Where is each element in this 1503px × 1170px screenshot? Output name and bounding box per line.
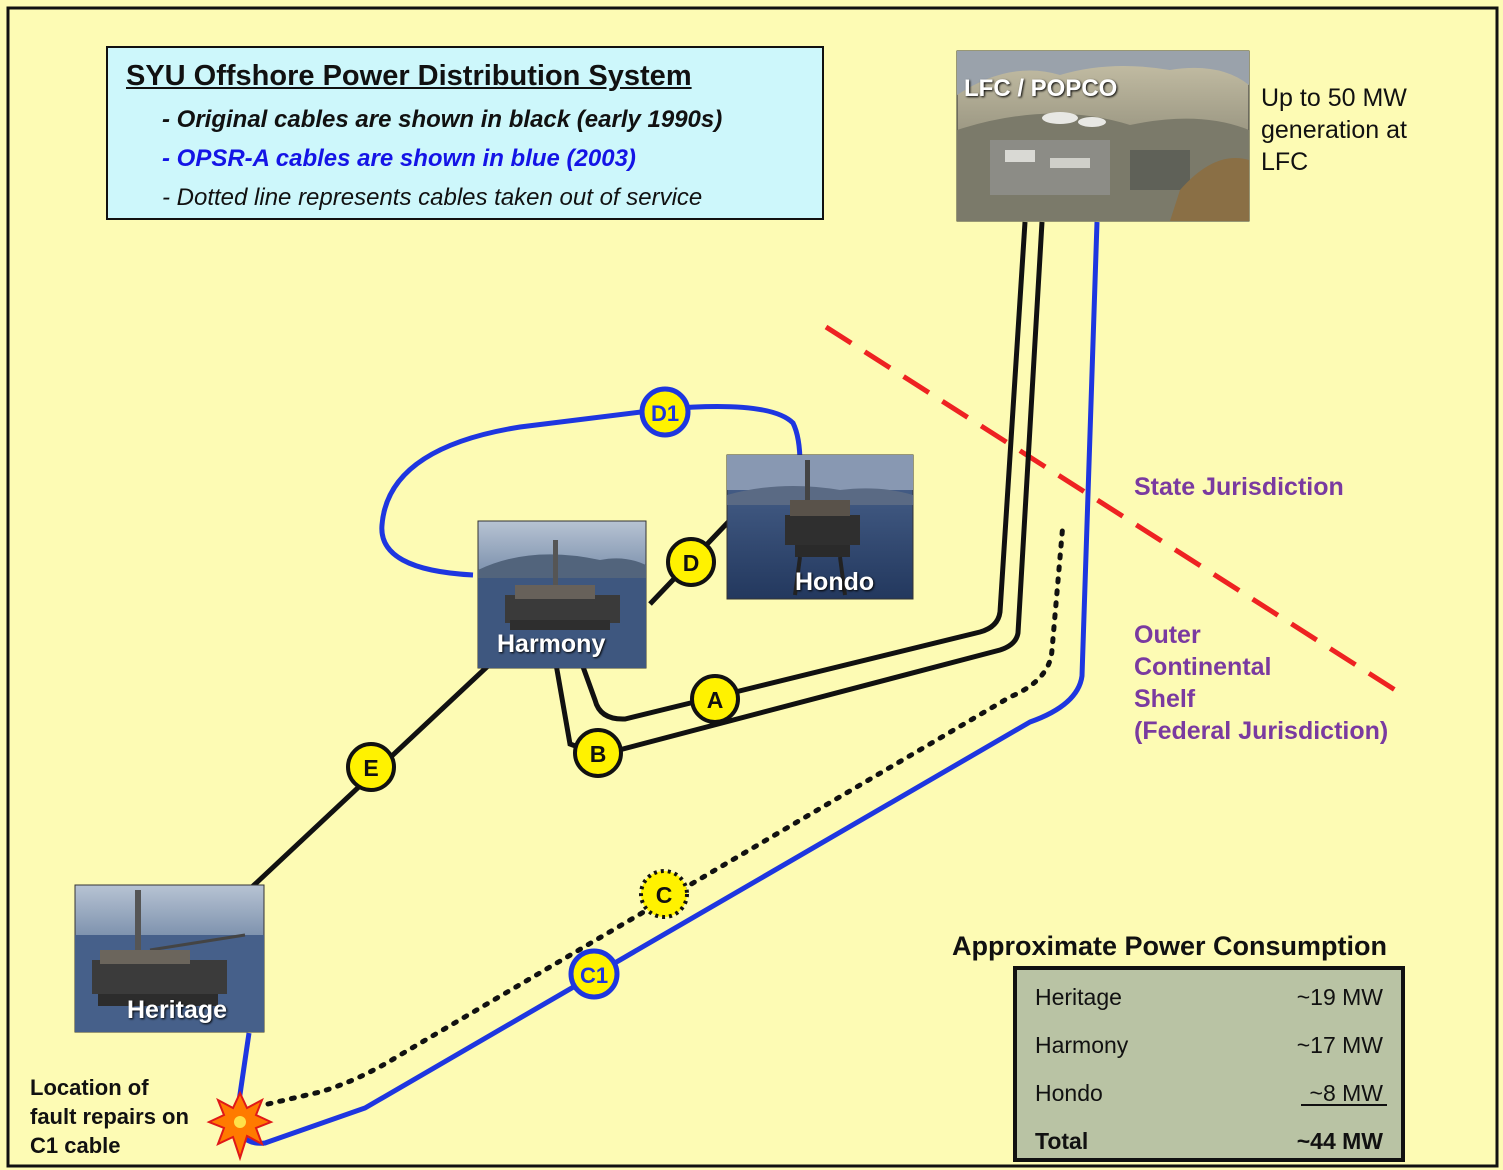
cable-c-out-of-service (265, 520, 1066, 1107)
hondo-platform-image (726, 454, 914, 600)
row-value: ~44 MW (1296, 1128, 1383, 1154)
legend-original-cables: - Original cables are shown in black (ea… (162, 106, 723, 133)
state-jurisdiction-label: State Jurisdiction (1134, 473, 1344, 501)
row-value: ~17 MW (1296, 1032, 1383, 1058)
row-name: Total (1035, 1128, 1089, 1154)
ocs-line: (Federal Jurisdiction) (1134, 717, 1389, 745)
legend-opsr-cables: - OPSR-A cables are shown in blue (2003) (162, 145, 636, 172)
generation-note-line: Up to 50 MW (1261, 84, 1407, 112)
power-consumption-table: Heritage ~19 MW Harmony ~17 MW Hondo ~8 … (1013, 966, 1405, 1162)
cable-c1 (237, 221, 1100, 1146)
legend-title: SYU Offshore Power Distribution System (126, 60, 692, 92)
row-name: Heritage (1035, 984, 1122, 1010)
row-value: ~19 MW (1296, 984, 1383, 1010)
row-name: Harmony (1035, 1032, 1129, 1058)
legend-box: SYU Offshore Power Distribution System -… (106, 46, 824, 220)
marker-d1-label: D1 (651, 401, 679, 426)
marker-c1-label: C1 (580, 963, 608, 988)
ocs-jurisdiction-label: Outer Continental Shelf (Federal Jurisdi… (1134, 619, 1388, 747)
fault-line: Location of (30, 1075, 149, 1100)
fault-line: fault repairs on (30, 1104, 189, 1129)
table-row: Harmony ~17 MW (1035, 1032, 1383, 1062)
cable-d1 (379, 404, 803, 578)
generation-note: Up to 50 MW generation at LFC (1261, 82, 1407, 178)
marker-d: D (666, 537, 716, 587)
marker-a: A (690, 674, 740, 724)
subtotal-rule (1301, 1104, 1387, 1106)
harmony-platform-image (477, 520, 647, 669)
marker-a-label: A (707, 687, 724, 713)
lfc-facility-image (956, 50, 1250, 222)
cable-b (553, 221, 1045, 758)
heritage-platform-image (74, 884, 265, 1033)
table-row: Heritage ~19 MW (1035, 984, 1383, 1014)
ocs-line: Outer (1134, 621, 1201, 649)
hondo-label: Hondo (795, 568, 875, 596)
row-value: ~8 MW (1309, 1080, 1383, 1106)
page-border (6, 6, 1499, 1168)
fault-line: C1 cable (30, 1133, 121, 1158)
ocs-line: Continental (1134, 653, 1272, 681)
generation-note-line: generation at (1261, 116, 1407, 144)
table-row-total: Total ~44 MW (1035, 1128, 1383, 1158)
lfc-label: LFC / POPCO (964, 75, 1118, 102)
jurisdiction-boundary (824, 324, 1405, 698)
marker-d-label: D (683, 550, 700, 576)
marker-c: C (639, 869, 689, 919)
marker-d1: D1 (639, 386, 691, 438)
marker-e: E (346, 742, 396, 792)
ocs-line: Shelf (1134, 685, 1196, 713)
power-consumption-title: Approximate Power Consumption (952, 931, 1388, 961)
marker-b-label: B (590, 741, 607, 767)
generation-note-line: LFC (1261, 148, 1309, 176)
legend-dotted-line: - Dotted line represents cables taken ou… (162, 184, 703, 211)
fault-starburst-core (234, 1116, 246, 1128)
row-name: Hondo (1035, 1080, 1103, 1106)
heritage-label: Heritage (127, 996, 228, 1024)
marker-e-label: E (363, 755, 378, 781)
marker-c-label: C (656, 882, 673, 908)
fault-location-label: Location of fault repairs on C1 cable (30, 1073, 189, 1160)
marker-c1: C1 (568, 948, 620, 1000)
table-row: Hondo ~8 MW (1035, 1080, 1383, 1110)
harmony-label: Harmony (497, 630, 606, 658)
marker-b: B (573, 728, 623, 778)
